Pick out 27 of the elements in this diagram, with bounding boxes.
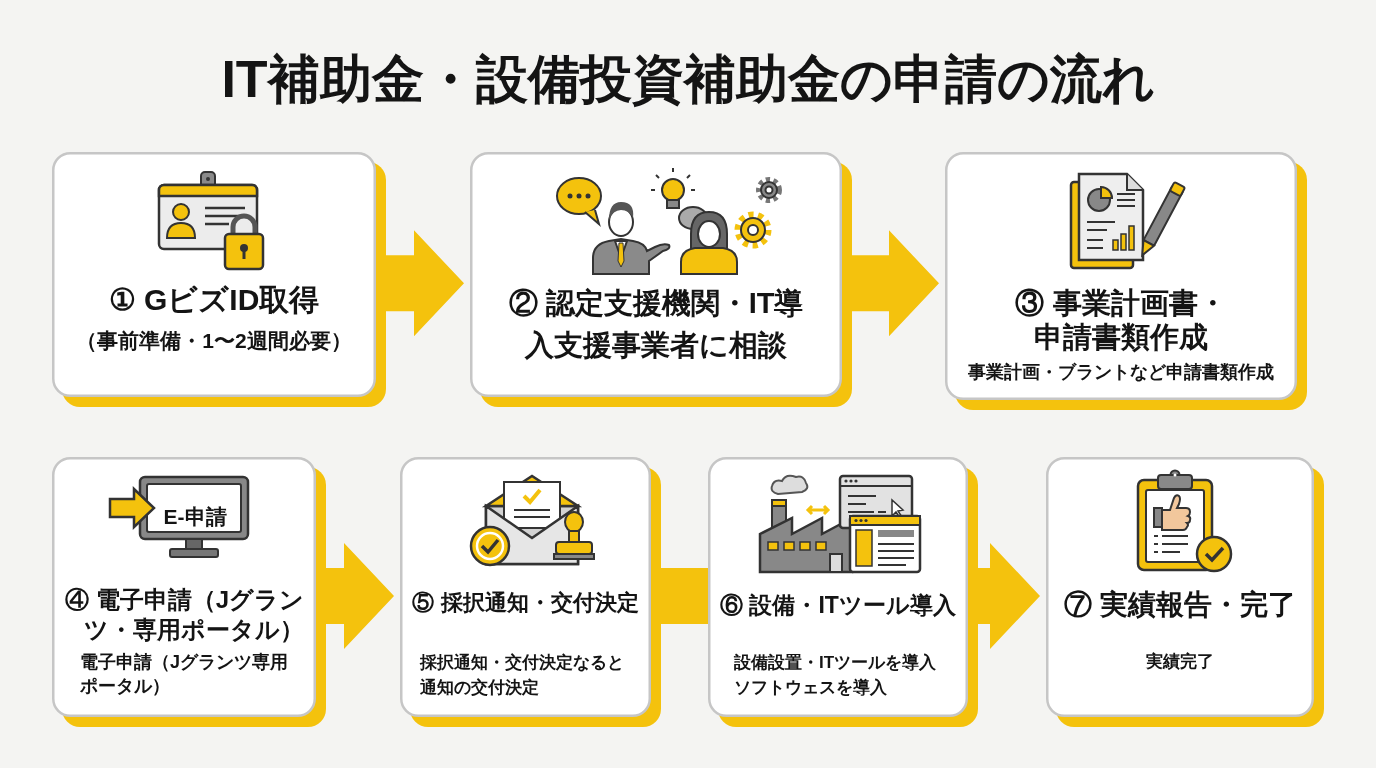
block-arrow bbox=[852, 230, 939, 337]
step-heading: ① GビズID取得 bbox=[108, 282, 320, 318]
step-heading: ⑤ 採択通知・交付決定 bbox=[412, 589, 639, 617]
step-heading: ③ 事業計画書・申請書類作成 bbox=[1014, 286, 1228, 354]
connector-band bbox=[661, 568, 708, 624]
block-arrow bbox=[386, 230, 464, 337]
step-heading: ⑦ 実績報告・完了 bbox=[1064, 588, 1296, 622]
step-description: 設備設置・ITツールを導入ソフトウェスを導入 bbox=[734, 652, 938, 699]
step-description: 電子申請（Jグランツ専用ポータル） bbox=[80, 651, 289, 698]
block-arrow bbox=[978, 543, 1040, 649]
step-card bbox=[708, 457, 978, 727]
title: IT補助金・設備投資補助金の申請の流れ bbox=[221, 49, 1155, 110]
step-card bbox=[52, 152, 386, 407]
step-card bbox=[945, 152, 1307, 410]
step-description: 採択通知・交付決定なると通知の交付決定 bbox=[420, 652, 625, 699]
step-card bbox=[400, 457, 661, 727]
step-note: （事前準備・1〜2週間必要） bbox=[76, 328, 352, 354]
step-heading: ④ 電子申請（Jグランツ・専用ポータル） bbox=[64, 585, 304, 645]
step-card bbox=[470, 152, 852, 407]
step-description: 実績完了 bbox=[1146, 651, 1214, 673]
step-card bbox=[1046, 457, 1324, 727]
step-card bbox=[52, 457, 326, 727]
step-heading: ⑥ 設備・ITツール導入 bbox=[720, 591, 956, 619]
block-arrow bbox=[326, 543, 394, 649]
step-heading: ② 認定支援機関・IT導入支援事業者に相談 bbox=[507, 286, 805, 363]
screen-text: E-申請 bbox=[163, 504, 227, 530]
step-description: 事業計画・ブラントなど申請書類作成 bbox=[968, 361, 1274, 384]
